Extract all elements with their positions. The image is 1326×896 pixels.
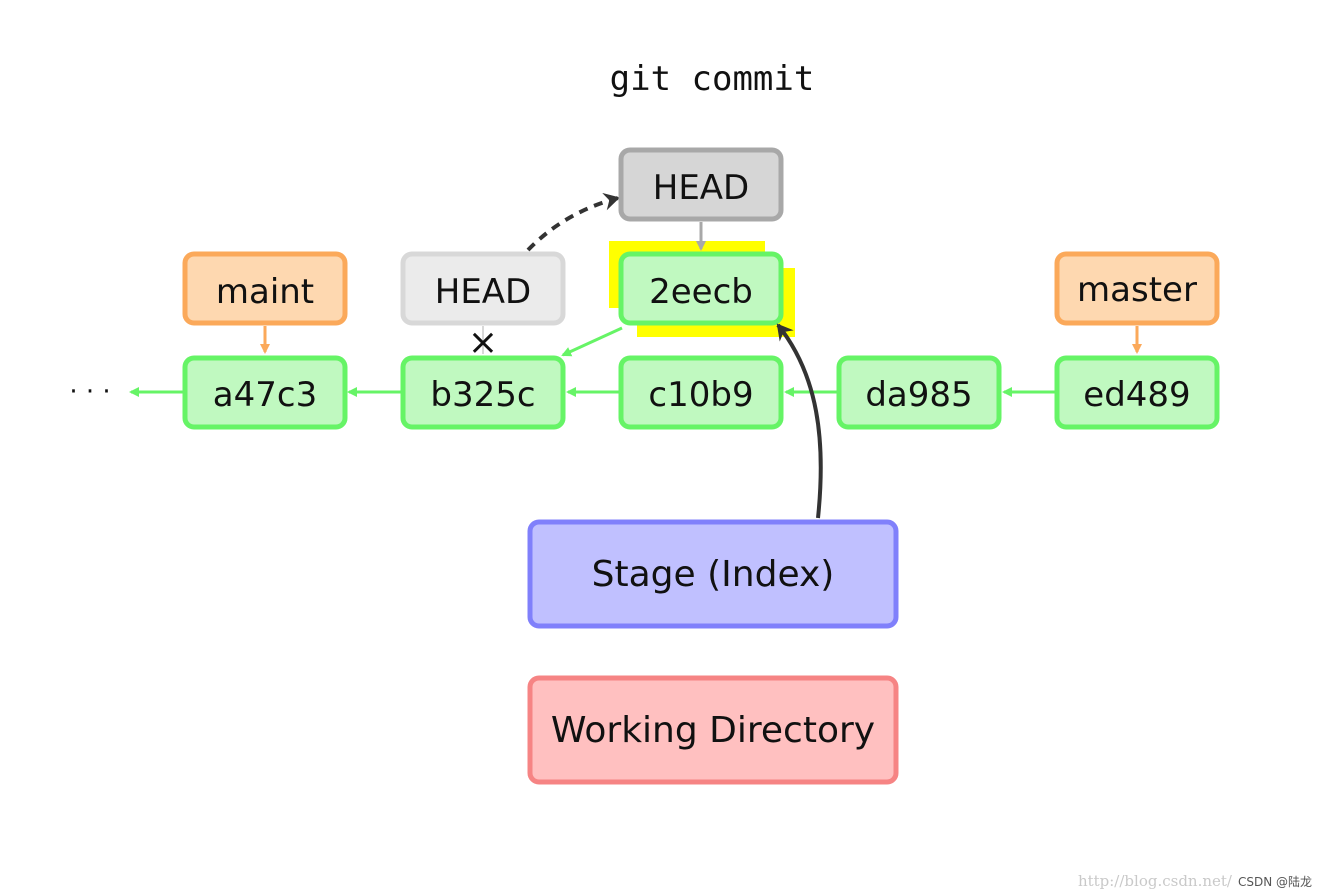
commit-ed489: ed489 [1054,355,1220,430]
previous-head-label: HEAD [435,272,532,312]
stage-to-commit-arrow [776,323,823,519]
branch-maint-label: maint [216,272,314,312]
history-ellipsis: · · · [69,377,110,407]
commit-new: 2eecb [618,251,784,326]
commit-da985: da985 [836,355,1002,430]
watermark-url: http://blog.csdn.net/ [1077,872,1232,890]
branch-maint: maint [182,251,348,326]
commit-ed489-label: ed489 [1083,375,1190,415]
removed-mark: × [468,322,498,363]
commit-links [129,326,1055,397]
head-move-arrow [526,192,620,252]
commit-c10b9: c10b9 [618,355,784,430]
current-head-label: HEAD [653,168,750,208]
commit-c10b9-label: c10b9 [648,375,753,415]
watermark: http://blog.csdn.net/CSDN @陆龙 [1078,872,1312,890]
diagram-title: git commit [610,59,815,99]
stage-index-area: Stage (Index) [527,519,899,629]
branch-master-label: master [1077,270,1197,310]
commit-b325c: b325c [400,355,566,430]
commit-new-label: 2eecb [649,272,753,312]
working-directory-label: Working Directory [551,710,875,751]
watermark-author: CSDN @陆龙 [1237,875,1312,889]
working-directory-area: Working Directory [527,675,899,785]
previous-head: HEAD [400,251,566,326]
commit-da985-label: da985 [865,375,972,415]
commit-a47c3: a47c3 [182,355,348,430]
commit-b325c-label: b325c [430,375,535,415]
branch-master: master [1054,251,1220,326]
commit-a47c3-label: a47c3 [213,375,317,415]
link-2eecb-to-b325c [561,326,623,357]
current-head: HEAD [618,147,784,222]
stage-index-label: Stage (Index) [592,554,835,595]
